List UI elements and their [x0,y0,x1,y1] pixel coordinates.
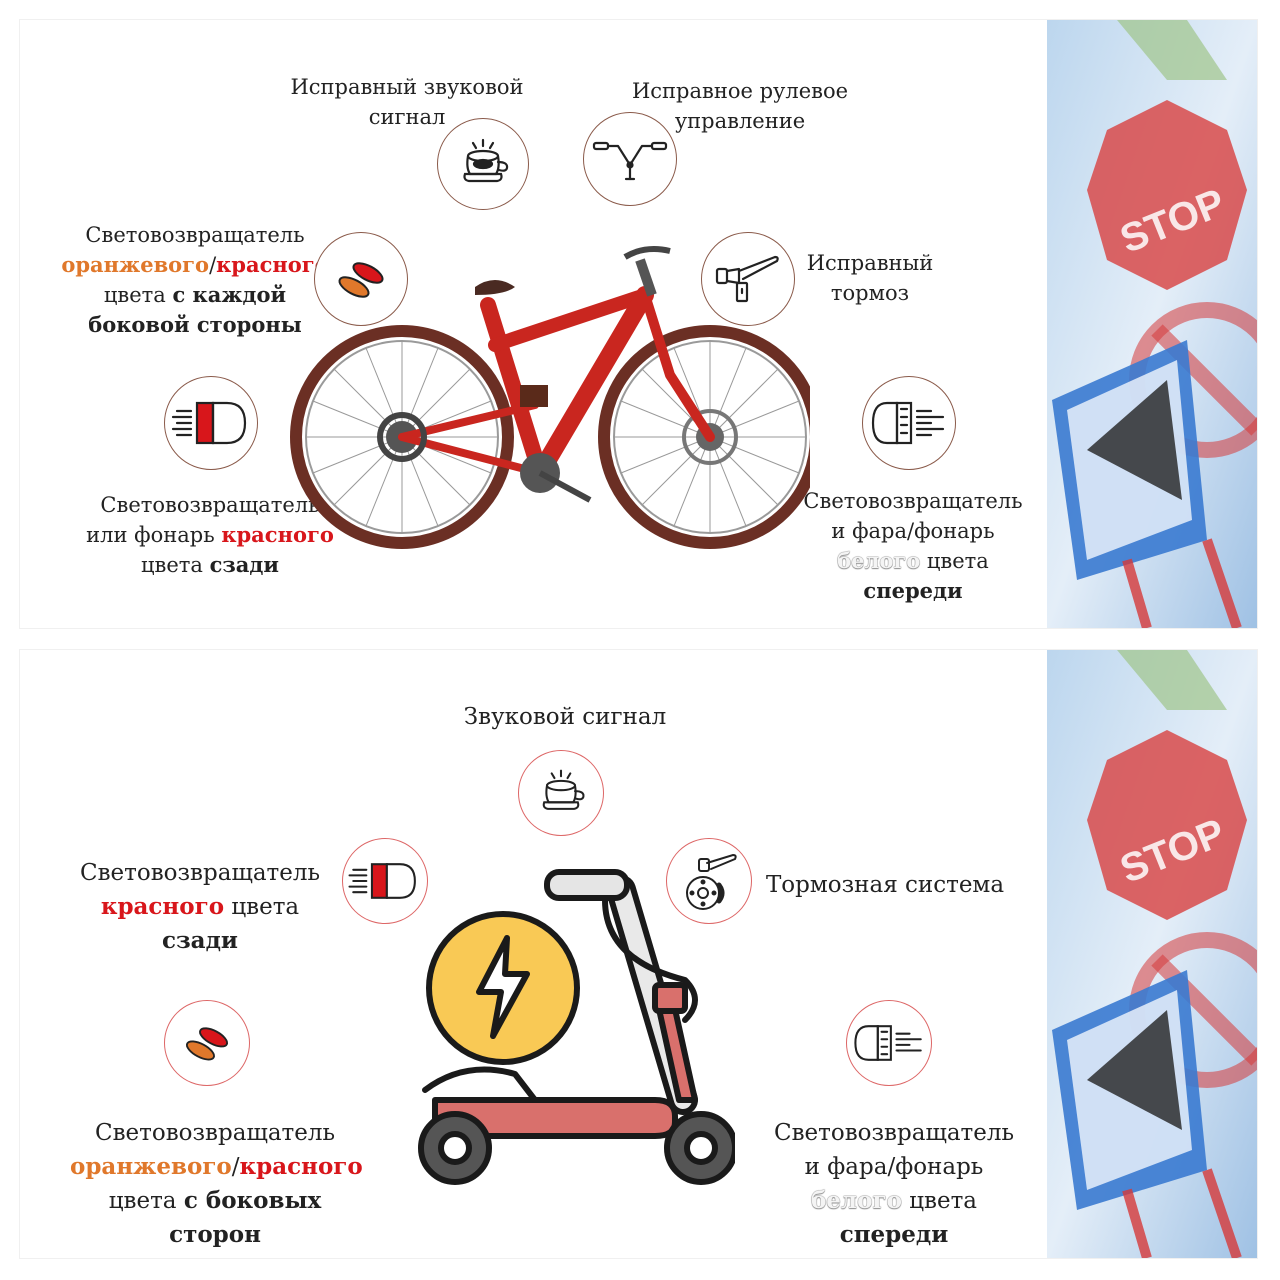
stop-sign-icon [1087,100,1247,290]
scooter-content: Звуковой сигнал Световозвращатель красно… [20,650,1047,1258]
scooter-handle [544,869,630,901]
side-reflector-icon [164,1000,250,1086]
brake-lever-icon [701,232,795,326]
rear-light-icon [164,376,258,470]
scooter-sound-signal-label: Звуковой сигнал [463,704,667,730]
scooter-front-light-label: Световозвращатель и фара/фонарь белого ц… [773,1120,1015,1248]
scooter-rear-reflector-label: Световозвращатель красного цвета сзади [79,860,321,954]
bike-sound-signal-label: Исправный звуковой сигнал [290,75,524,129]
lightning-icon [476,935,530,1039]
electric-scooter-illustration [418,869,735,1185]
brake-system-icon [666,838,752,924]
scooter-panel: Звуковой сигнал Световозвращатель красно… [20,650,1257,1258]
scooter-brake-system-label: Тормозная система [765,872,1005,898]
bell-icon [518,750,604,836]
stop-sign-icon [1087,730,1247,920]
bicycle-illustration [290,246,810,549]
bike-side-reflector-label: Световозвращатель оранжевого/красного цв… [61,223,329,337]
bike-front-light-label: Световозвращатель и фара/фонарь белого ц… [803,489,1023,603]
scooter-side-reflector-label: Световозвращатель оранжевого/красного цв… [70,1120,363,1248]
front-light-icon [862,376,956,470]
handlebar-icon [583,112,677,206]
front-light-icon [846,1000,932,1086]
road-signs-art: STOP [1047,650,1257,1258]
bicycle-content: Исправный звуковой сигнал Исправное руле… [20,20,1047,628]
side-reflector-icon [314,232,408,326]
rear-shock [520,385,548,407]
bike-steering-label: Исправное рулевое управление [631,79,849,133]
bicycle-panel: Исправный звуковой сигнал Исправное руле… [20,20,1257,628]
rear-light-icon [342,838,428,924]
road-signs-art: STOP [1047,20,1257,628]
bell-icon [437,118,529,210]
bike-brake-label: Исправный тормоз [806,251,934,305]
bicycle-frame [398,286,715,482]
bike-rear-light-label: Световозвращатель или фонарь красного цв… [86,493,334,577]
